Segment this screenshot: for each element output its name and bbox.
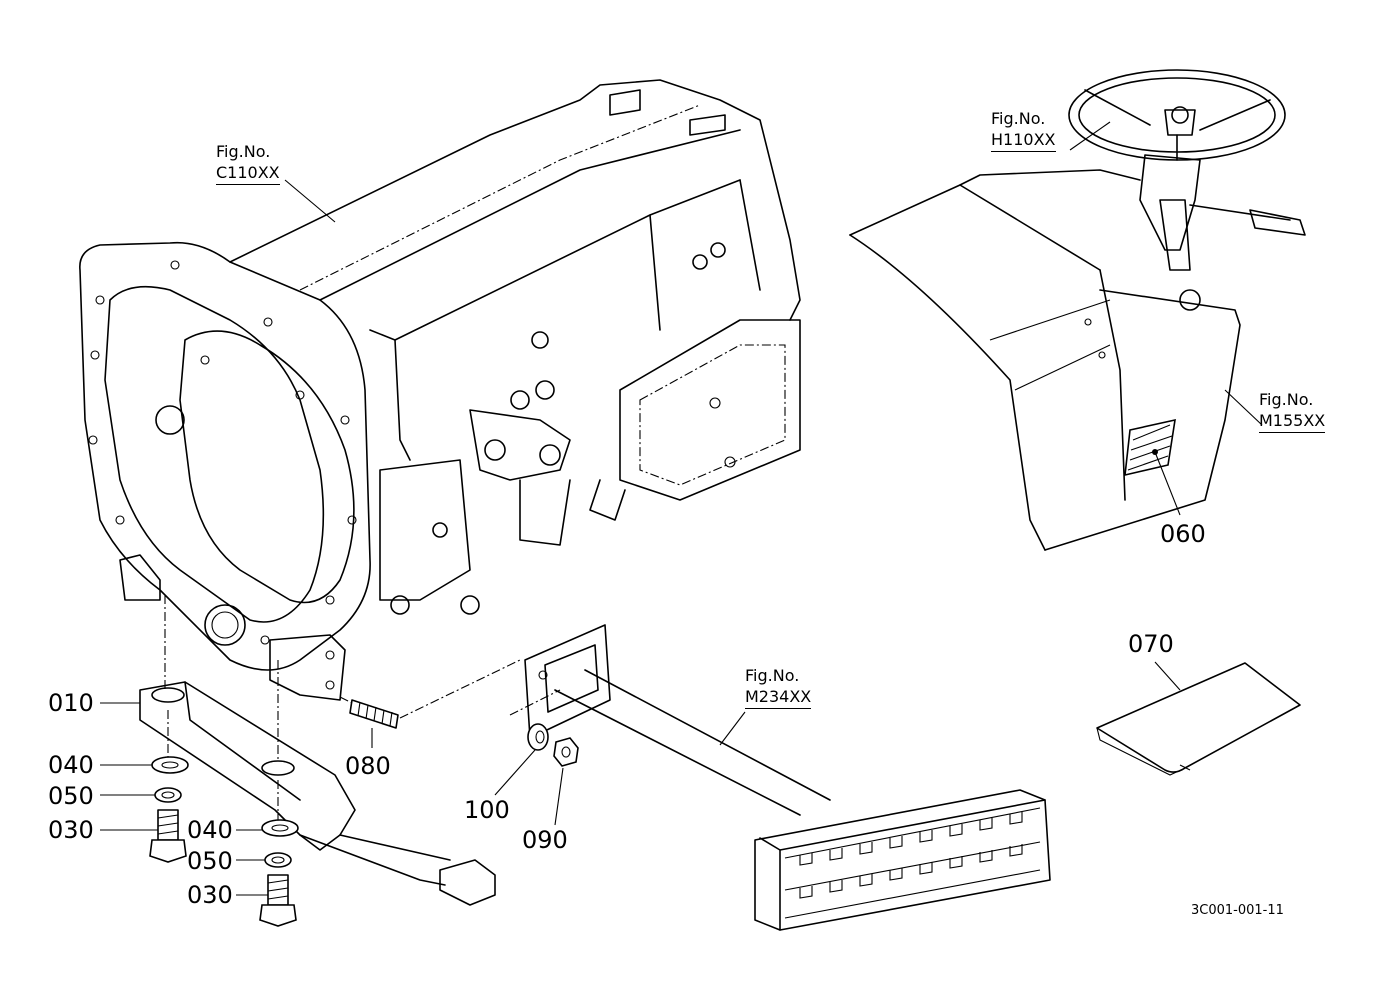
nut-090: [553, 737, 579, 767]
part-label-060: 060: [1160, 520, 1206, 548]
figure-ref-number: H110XX: [991, 129, 1056, 152]
transmission-case: [79, 79, 801, 701]
part-label-080: 080: [345, 752, 391, 780]
part-label-040-left: 040: [48, 751, 94, 779]
step-assembly: [399, 624, 1051, 931]
hardware-stack-left: [149, 756, 189, 863]
hardware-stack-right: [259, 819, 299, 927]
washer-100: [527, 723, 549, 751]
part-label-090: 090: [522, 826, 568, 854]
figure-ref-h110xx: Fig.No. H110XX: [991, 108, 1056, 152]
figure-ref-c110xx: Fig.No. C110XX: [216, 141, 280, 185]
dashboard-assembly: [849, 69, 1306, 551]
operators-manual-070: [1096, 662, 1301, 776]
figure-ref-title: Fig.No.: [991, 109, 1046, 128]
figure-ref-number: M234XX: [745, 686, 812, 709]
stud-bolt-080: [339, 696, 399, 729]
part-label-030-left: 030: [48, 816, 94, 844]
part-label-050-left: 050: [48, 782, 94, 810]
step-bracket-010: [139, 595, 496, 906]
figure-ref-title: Fig.No.: [1259, 390, 1314, 409]
figure-ref-number: C110XX: [216, 162, 280, 185]
part-label-030-right: 030: [187, 881, 233, 909]
figure-ref-number: M155XX: [1259, 410, 1326, 433]
figure-ref-m234xx: Fig.No. M234XX: [745, 665, 812, 709]
drawing-code: 3C001-001-11: [1191, 903, 1284, 918]
part-label-010: 010: [48, 689, 94, 717]
figure-ref-m155xx: Fig.No. M155XX: [1259, 389, 1326, 433]
figure-ref-title: Fig.No.: [745, 666, 800, 685]
part-label-050-right: 050: [187, 847, 233, 875]
part-label-070: 070: [1128, 630, 1174, 658]
part-label-100: 100: [464, 796, 510, 824]
part-label-040-right: 040: [187, 816, 233, 844]
figure-ref-title: Fig.No.: [216, 142, 271, 161]
